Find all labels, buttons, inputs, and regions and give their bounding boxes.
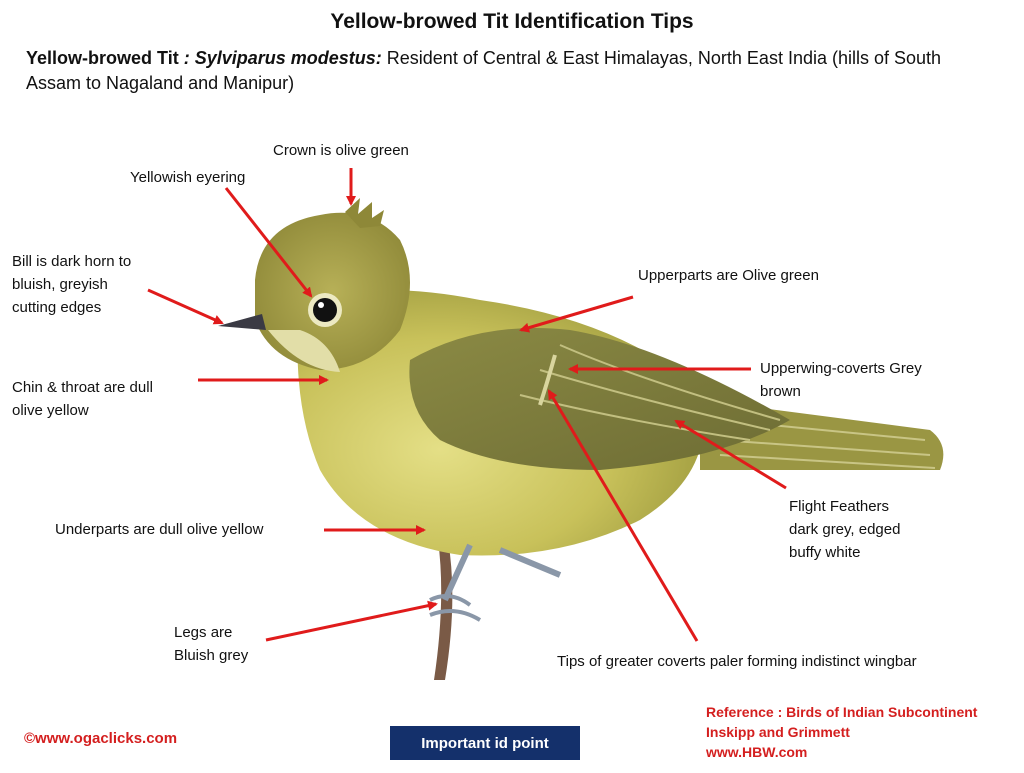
page-title: Yellow-browed Tit Identification Tips [330, 10, 694, 33]
copyright-link[interactable]: ©www.ogaclicks.com [24, 730, 178, 747]
bird-wing [409, 328, 790, 470]
label-bill: Bill is dark horn to bluish, greyish cut… [12, 253, 132, 316]
label-crown: Crown is olive green [273, 142, 409, 159]
important-id-point-badge: Important id point [390, 726, 580, 760]
label-chin-throat: Chin & throat are dull olive yellow [12, 379, 153, 419]
arrow-wingbar [547, 389, 699, 642]
arrow-legs [265, 600, 438, 642]
arrow-upperparts [519, 295, 634, 333]
label-underparts: Underparts are dull olive yellow [55, 521, 264, 538]
label-flight-feathers: Flight Feathers dark grey, edged buffy w… [789, 498, 901, 561]
reference-note: Reference : Birds of Indian Subcontinent… [706, 704, 978, 760]
label-wingbar: Tips of greater coverts paler forming in… [557, 653, 917, 670]
scientific-name: : Sylviparus modestus: [183, 48, 382, 68]
bird-eye [313, 298, 337, 322]
arrow-eyering [224, 187, 313, 298]
bird-bill [218, 314, 266, 330]
species-intro: Yellow-browed Tit : Sylviparus modestus:… [26, 46, 986, 96]
common-name: Yellow-browed Tit [26, 48, 179, 68]
label-upperwing-coverts: Upperwing-coverts Grey brown [760, 360, 922, 400]
arrow-flight [674, 419, 787, 490]
range-description: Resident of Central & East Himalayas, No… [26, 48, 942, 93]
label-eyering: Yellowish eyering [130, 169, 246, 186]
bird-legs [442, 543, 562, 602]
label-legs: Legs are Bluish grey [174, 624, 249, 664]
arrow-bill [147, 288, 224, 325]
label-upperparts: Upperparts are Olive green [638, 267, 819, 284]
